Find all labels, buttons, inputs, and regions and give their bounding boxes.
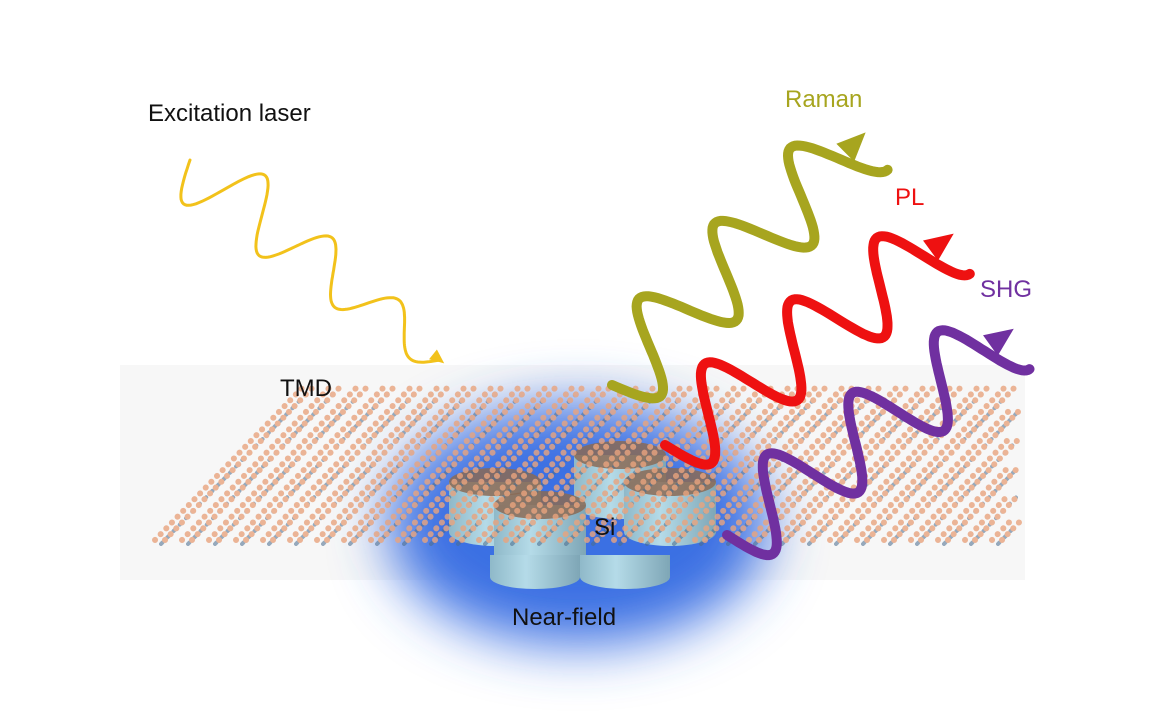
- chalcogen-atom-chain: [486, 382, 642, 543]
- shg-arrow-icon: [983, 328, 1014, 356]
- raman-arrow-icon: [836, 132, 866, 162]
- chalcogen-atom-chain: [999, 518, 1023, 543]
- chalcogen-atom-chain: [837, 382, 993, 543]
- chalcogen-atom-chain: [918, 434, 1023, 543]
- chalcogen-atom-chain: [324, 382, 480, 543]
- chalcogen-atom-chain: [908, 434, 1013, 543]
- chalcogen-atom-chain: [530, 382, 686, 543]
- chalcogen-atom-chain: [206, 382, 362, 543]
- waves: [179, 132, 1035, 561]
- chalcogen-atom-chain: [162, 382, 318, 543]
- si-pillars-front: [490, 555, 670, 589]
- si-pillar-front: [490, 555, 580, 589]
- chalcogen-atom-chain: [287, 382, 443, 543]
- chalcogen-atom-chain: [260, 382, 416, 543]
- tmd-label: TMD: [280, 375, 332, 402]
- chalcogen-atom-chain: [152, 382, 308, 543]
- chalcogen-atom-chain: [746, 382, 902, 543]
- chalcogen-atom-chain: [557, 382, 713, 543]
- chalcogen-atom-chain: [216, 382, 372, 543]
- metal-atom-chain: [942, 467, 1018, 546]
- chalcogen-atom-chain: [810, 382, 966, 543]
- chalcogen-atom-chain: [395, 382, 551, 543]
- raman-label: Raman: [785, 86, 863, 113]
- chalcogen-atom-chain: [179, 382, 335, 543]
- chalcogen-atom-chain: [567, 382, 723, 543]
- chalcogen-atom-chain: [648, 382, 804, 543]
- chalcogen-atom-chain: [972, 490, 1023, 543]
- chalcogen-atom-chain: [702, 382, 858, 543]
- chalcogen-atom-chain: [540, 382, 696, 543]
- chalcogen-atom-chain: [314, 382, 470, 543]
- chalcogen-atom-chain: [243, 382, 399, 543]
- si-pillar-body: [494, 505, 586, 569]
- chalcogen-atom-chain: [935, 462, 1013, 543]
- chalcogen-atom-chain: [233, 382, 389, 543]
- chalcogen-atom-chain: [297, 382, 453, 543]
- chalcogen-atom-chain: [270, 382, 426, 543]
- si-label: Si: [594, 514, 616, 541]
- chalcogen-atom-chain: [594, 382, 750, 543]
- chalcogen-atom-chain: [989, 518, 1013, 543]
- chalcogen-atom-chain: [891, 406, 1023, 543]
- chalcogen-atom-chain: [881, 406, 1013, 543]
- chalcogen-atom-chain: [827, 382, 983, 543]
- near-field-label: Near-field: [512, 604, 617, 631]
- chalcogen-atom-chain: [854, 382, 1010, 543]
- si-pillar-front: [580, 555, 670, 589]
- chalcogen-atom-chain: [503, 382, 659, 543]
- chalcogen-atom-chain: [459, 382, 615, 543]
- chalcogen-atom-chain: [351, 382, 507, 543]
- chalcogen-atom-chain: [189, 382, 345, 543]
- chalcogen-atom-chain: [378, 382, 534, 543]
- chalcogen-atom-chain: [864, 382, 1020, 543]
- pl-wave: [660, 231, 975, 470]
- chalcogen-atom-chain: [692, 382, 848, 543]
- chalcogen-atom-chain: [665, 382, 821, 543]
- chalcogen-atom-chain: [729, 382, 885, 543]
- excitation-laser-label: Excitation laser: [148, 100, 311, 127]
- chalcogen-atom-chain: [422, 382, 578, 543]
- chalcogen-atom-chain: [368, 382, 524, 543]
- excitation-arrow-icon: [429, 349, 445, 364]
- chalcogen-atom-chain: [962, 490, 1013, 543]
- raman-wave: [607, 140, 893, 404]
- chalcogen-atom-chain: [405, 382, 561, 543]
- chalcogen-atom-chain: [513, 382, 669, 543]
- excitation-wave: [179, 158, 442, 364]
- chalcogen-atom-chain: [476, 382, 632, 543]
- pl-arrow-icon: [923, 233, 954, 261]
- chalcogen-atom-chain: [432, 382, 588, 543]
- chalcogen-atom-chain: [945, 462, 1023, 543]
- chalcogen-atom-chain: [756, 382, 912, 543]
- shg-wave: [722, 325, 1035, 561]
- chalcogen-atom-chain: [675, 382, 831, 543]
- chalcogen-atom-chain: [449, 382, 605, 543]
- chalcogen-atom-chain: [800, 382, 956, 543]
- pl-label: PL: [895, 184, 925, 211]
- shg-label: SHG: [980, 276, 1033, 303]
- chalcogen-atom-chain: [341, 382, 497, 543]
- tmd-lattice: [152, 382, 1023, 546]
